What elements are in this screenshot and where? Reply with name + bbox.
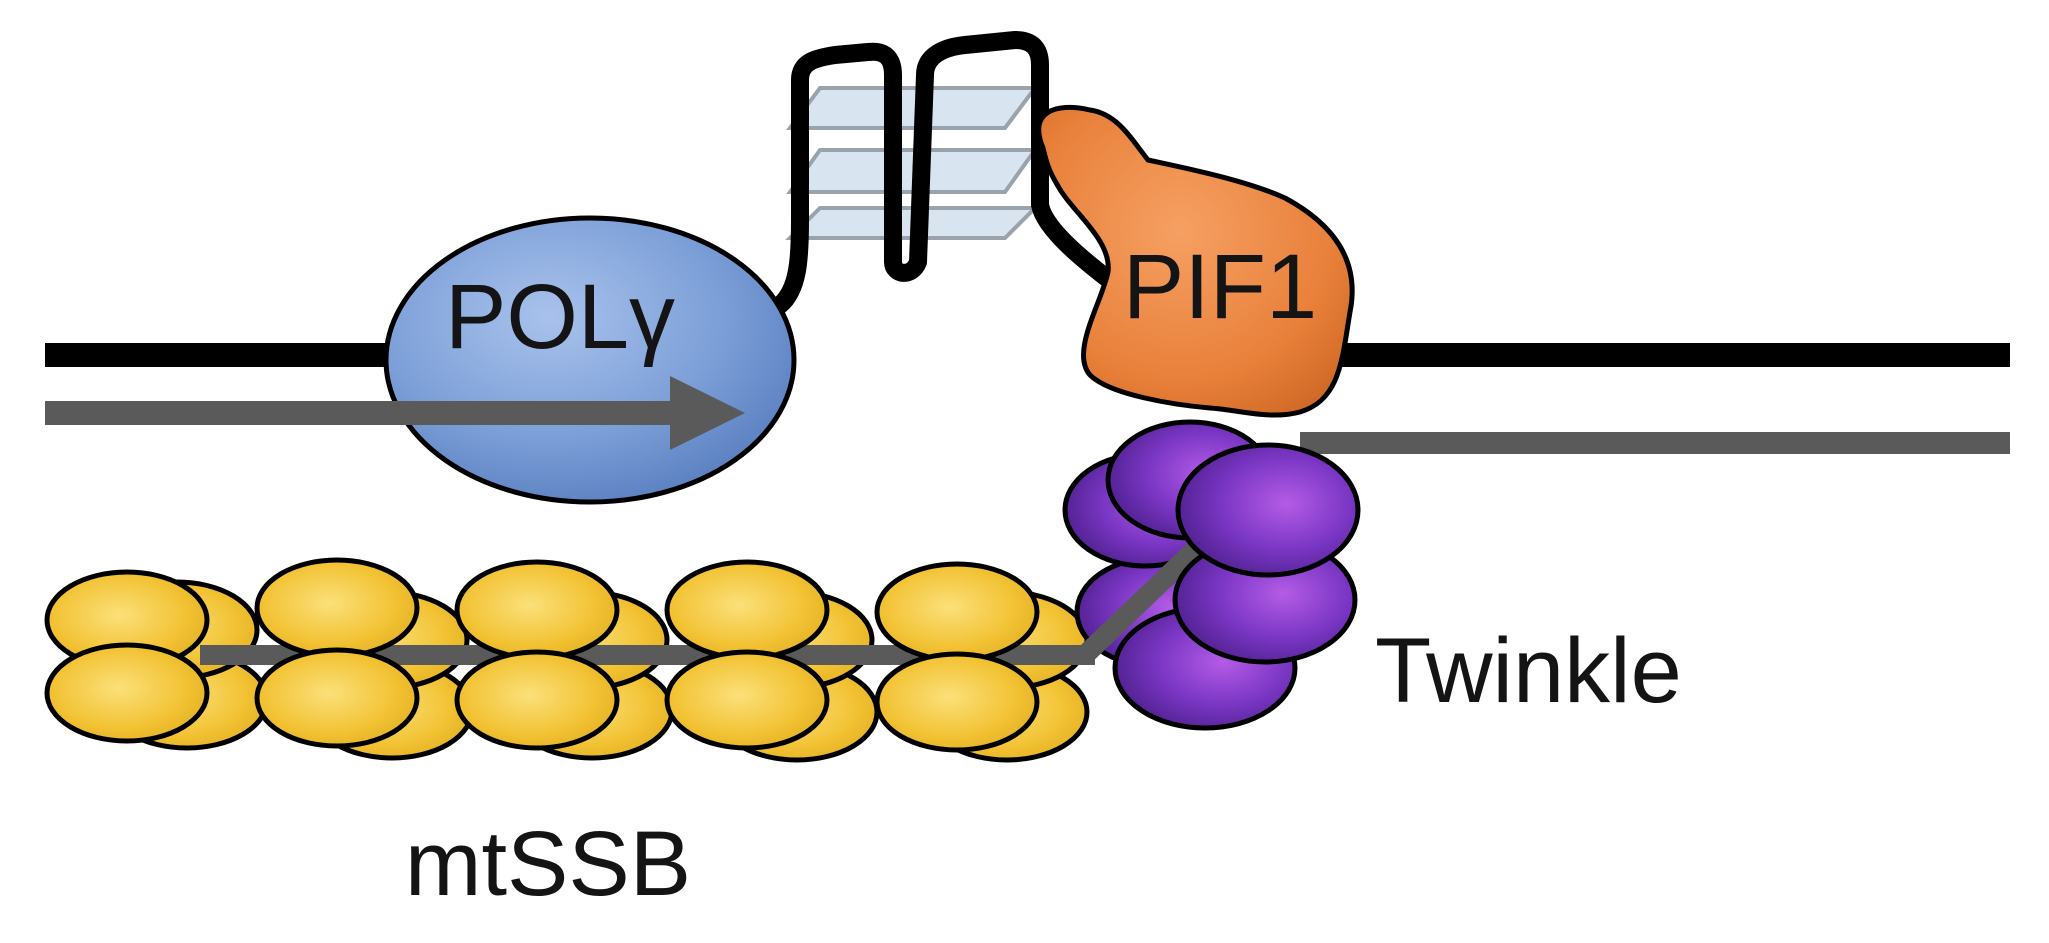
- pol-gamma-label: POLγ: [445, 266, 675, 368]
- mtssb-protomer: [664, 559, 830, 661]
- mtssb-filament: mtSSB: [44, 557, 1095, 915]
- twinkle-subunit: [1175, 442, 1361, 578]
- pif1-label: PIF1: [1123, 236, 1317, 338]
- pif1-body: [1036, 104, 1355, 418]
- twinkle-label: Twinkle: [1375, 620, 1682, 722]
- mtssb-protomer: [254, 647, 420, 749]
- pol-gamma-polymerase: POLγ: [383, 215, 797, 505]
- g-quadruplex: [771, 31, 1134, 314]
- arrowhead-icon: [670, 376, 745, 450]
- twinkle-helicase: Twinkle: [1062, 419, 1682, 731]
- ssdna-strand-helicase: [1078, 532, 1212, 663]
- mtssb-protomer: [454, 649, 620, 751]
- mtssb-protomer: [44, 642, 210, 744]
- mtssb-protomer: [454, 559, 620, 661]
- mtssb-protomer: [254, 557, 420, 659]
- mtssb-protomer: [664, 649, 830, 751]
- nascent-strand: [45, 376, 745, 450]
- mtssb-protomer: [874, 561, 1040, 663]
- g-quartet-plane: [786, 86, 1039, 130]
- mtssb-label: mtSSB: [405, 813, 691, 915]
- mtssb-protomer: [874, 651, 1040, 753]
- g-quadruplex-strand: [771, 31, 1134, 314]
- pif1-helicase: PIF1: [1036, 104, 1355, 418]
- dna-strands: [45, 343, 2010, 454]
